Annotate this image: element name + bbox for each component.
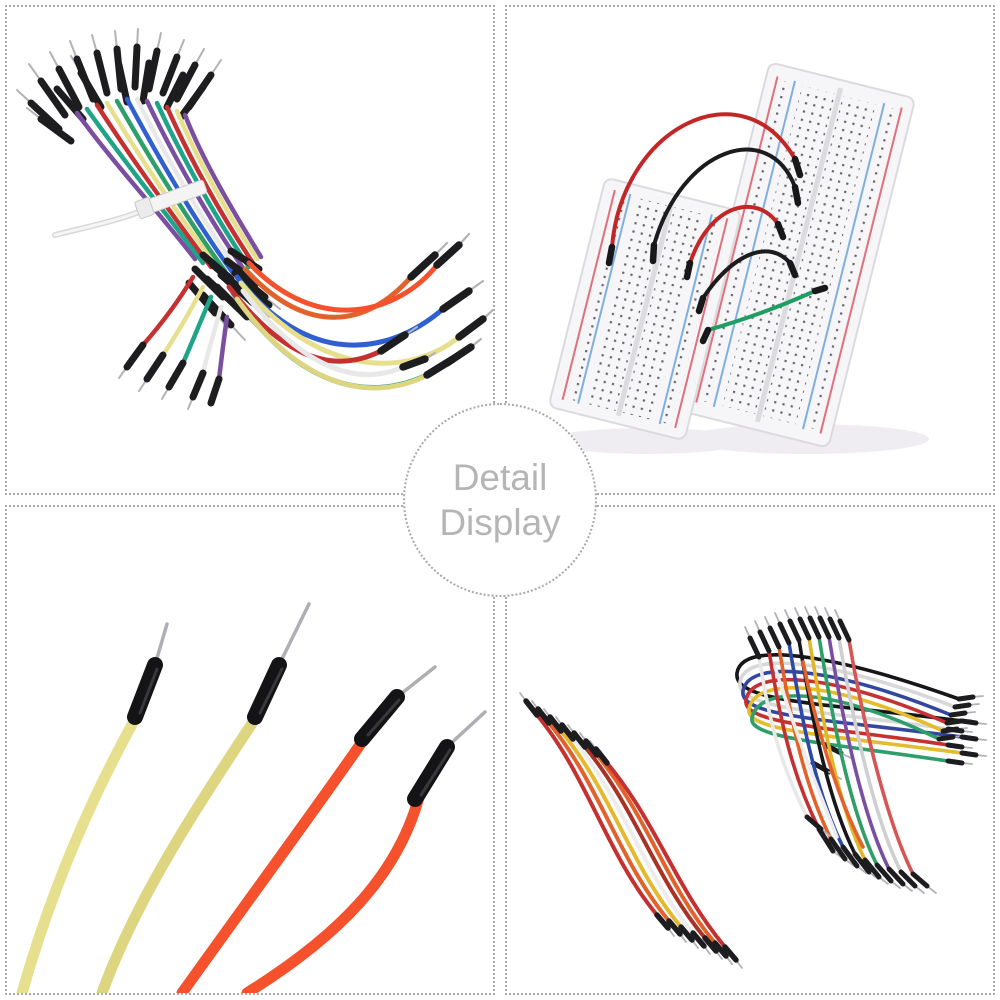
breadboards-photo: [547, 62, 929, 454]
photo-panel-bottom-left: [5, 505, 495, 995]
top-pin-cluster: [16, 28, 222, 145]
left-wire-group: [519, 692, 743, 969]
jumper-arcs: [610, 112, 817, 332]
sweeping-wires: [226, 260, 462, 391]
board-shadow: [547, 428, 747, 454]
zip-tie: [52, 179, 208, 238]
wire-bundle-strands: [74, 96, 264, 276]
connector-highlights: [138, 667, 452, 797]
photo-panel-top-right: [505, 5, 995, 495]
black-connectors: [127, 657, 455, 807]
detail-display-badge: Detail Display: [403, 403, 597, 597]
photo-panel-top-left: [5, 5, 495, 495]
metal-pins: [153, 602, 487, 749]
thick-wires: [16, 713, 425, 993]
breadboard-large: [683, 62, 915, 448]
photo-panel-bottom-right: [505, 505, 995, 995]
breadboard-small: [549, 178, 741, 440]
sweep-wire-connectors: [377, 232, 493, 379]
badge-line-2: Display: [439, 502, 561, 543]
badge-line-1: Detail: [452, 457, 548, 498]
jumper-arc-tips: [605, 155, 829, 345]
jumper-wire-sets-photo: [519, 606, 987, 969]
dangling-wire-ends: [118, 274, 230, 410]
wire-tips-closeup-photo: [16, 602, 487, 993]
jumper-wire-bundle-photo: [16, 28, 493, 410]
middle-fan-group: [744, 606, 937, 894]
